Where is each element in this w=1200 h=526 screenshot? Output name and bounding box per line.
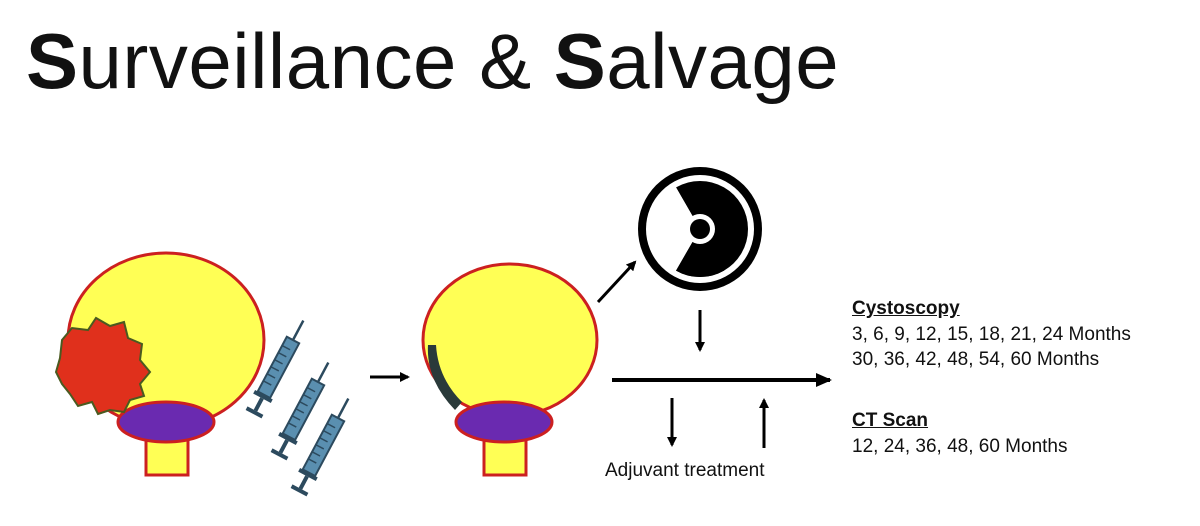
arrow-to-radiation bbox=[596, 260, 637, 304]
bladder-icon bbox=[421, 262, 599, 477]
ct-scan-schedule: 12, 24, 36, 48, 60 Months bbox=[852, 435, 1068, 457]
tumor bbox=[54, 316, 152, 416]
cystoscopy-schedule-2: 30, 36, 42, 48, 54, 60 Months bbox=[852, 349, 1100, 371]
radiation-icon bbox=[638, 167, 762, 291]
cystoscopy-section: Cystoscopy 3, 6, 9, 12, 15, 18, 21, 24 M… bbox=[852, 296, 1131, 373]
resection-scar bbox=[427, 345, 462, 410]
cystoscopy-heading: Cystoscopy bbox=[852, 298, 960, 319]
ct-scan-heading: CT Scan bbox=[852, 410, 929, 431]
title-initial-s2: S bbox=[553, 17, 607, 105]
trigone-2 bbox=[454, 400, 554, 444]
title-rest-2: alvage bbox=[606, 17, 840, 105]
title-rest-1: urveillance & bbox=[78, 17, 554, 105]
adjuvant-treatment-label: Adjuvant treatment bbox=[605, 460, 765, 481]
ct-scan-section: CT Scan 12, 24, 36, 48, 60 Months bbox=[852, 408, 1068, 459]
slide-title: Surveillance & Salvage bbox=[26, 22, 839, 100]
cystoscopy-schedule-1: 3, 6, 9, 12, 15, 18, 21, 24 Months bbox=[852, 323, 1131, 345]
title-initial-s1: S bbox=[26, 17, 79, 105]
trigone bbox=[116, 400, 216, 444]
tumor-bladder-icon bbox=[54, 251, 266, 477]
